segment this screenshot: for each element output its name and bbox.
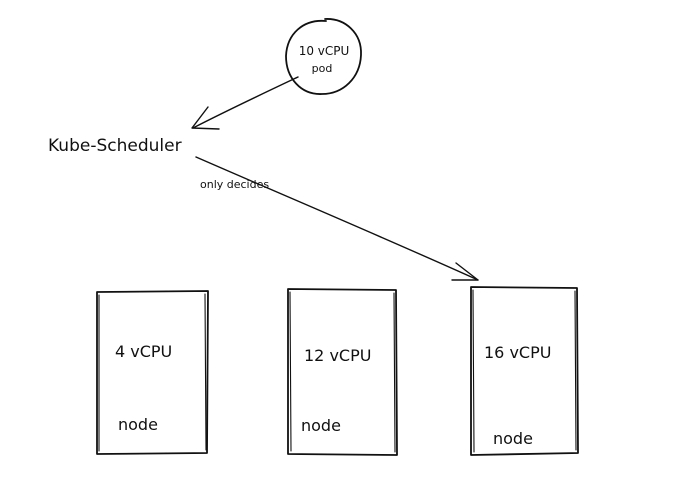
node-box-outline (96, 290, 209, 455)
pod-label-line1: 10 vCPU (299, 44, 350, 58)
scheduler-to-node-arrow: only decides (195, 156, 479, 281)
node-box-outline (470, 286, 579, 456)
node-box-outline (287, 288, 398, 456)
node-box: 16 vCPU node (470, 286, 579, 456)
node-cpu-label: 4 vCPU (115, 342, 172, 361)
pod-to-scheduler-arrow (191, 76, 299, 130)
scheduler-label: Kube-Scheduler (48, 136, 182, 156)
node-cpu-label: 12 vCPU (304, 346, 371, 365)
pod-circle (285, 18, 362, 95)
pod: 10 vCPU pod (285, 18, 362, 95)
node-box: 4 vCPU node (96, 290, 209, 455)
node-box: 12 vCPU node (287, 288, 398, 456)
decision-arrow-label: only decides (200, 178, 269, 191)
arrowhead (191, 106, 220, 130)
node-cpu-label: 16 vCPU (484, 343, 551, 362)
pod-label-line2: pod (312, 62, 333, 75)
arrowhead (451, 262, 479, 281)
node-label: node (493, 429, 533, 448)
node-label: node (301, 416, 341, 435)
node-label: node (118, 415, 158, 434)
